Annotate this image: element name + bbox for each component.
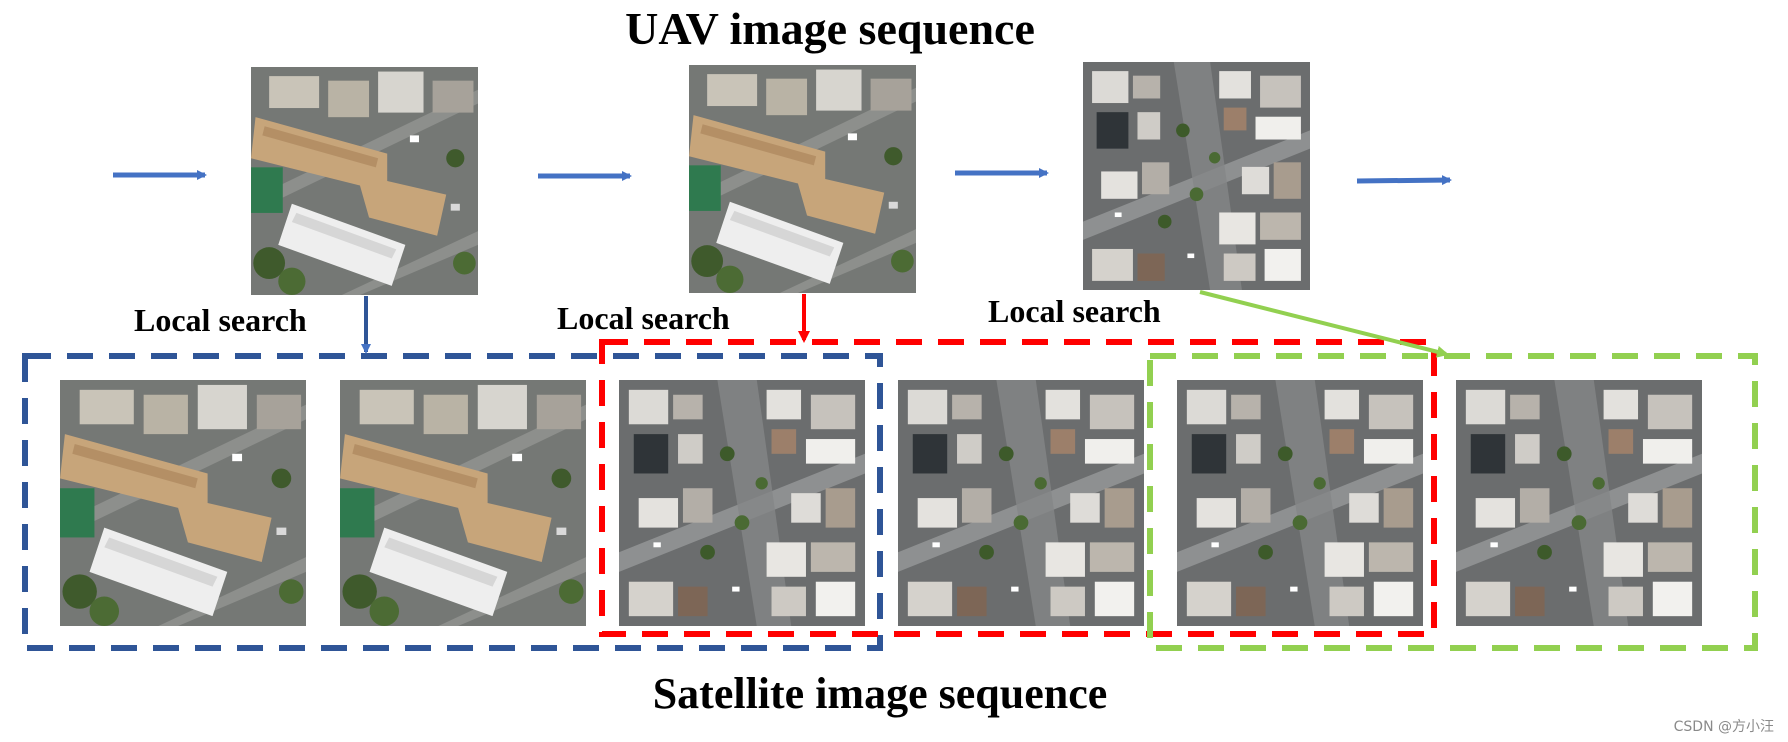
local-search-label-3: Local search [988, 293, 1161, 329]
satellite-image-3 [619, 380, 865, 626]
uav-image-3 [1083, 62, 1310, 290]
satellite-image-2 [340, 380, 586, 626]
local-search-arrow-green [1199, 290, 1449, 358]
local-search-label-2: Local search [557, 300, 730, 336]
satellite-image-1 [60, 380, 306, 626]
watermark: CSDN @方小汪 [1673, 719, 1774, 735]
search-window-red [599, 339, 1437, 637]
satellite-sequence-title: Satellite image sequence [652, 669, 1108, 718]
search-window-blue [22, 353, 883, 651]
satellite-image-5 [1177, 380, 1423, 626]
search-window-green [1147, 353, 1758, 651]
local-search-label-1: Local search [134, 302, 307, 338]
satellite-image-6 [1456, 380, 1702, 626]
arrow-layer [113, 168, 1452, 358]
satellite-image-4 [898, 380, 1144, 626]
uav-image-2 [689, 65, 916, 293]
uav-image-1 [251, 67, 478, 295]
flow-arrow-4 [1356, 175, 1452, 186]
search-window-layer [22, 339, 1758, 651]
uav-sequence-title: UAV image sequence [625, 3, 1035, 54]
image-layer [60, 62, 1702, 626]
